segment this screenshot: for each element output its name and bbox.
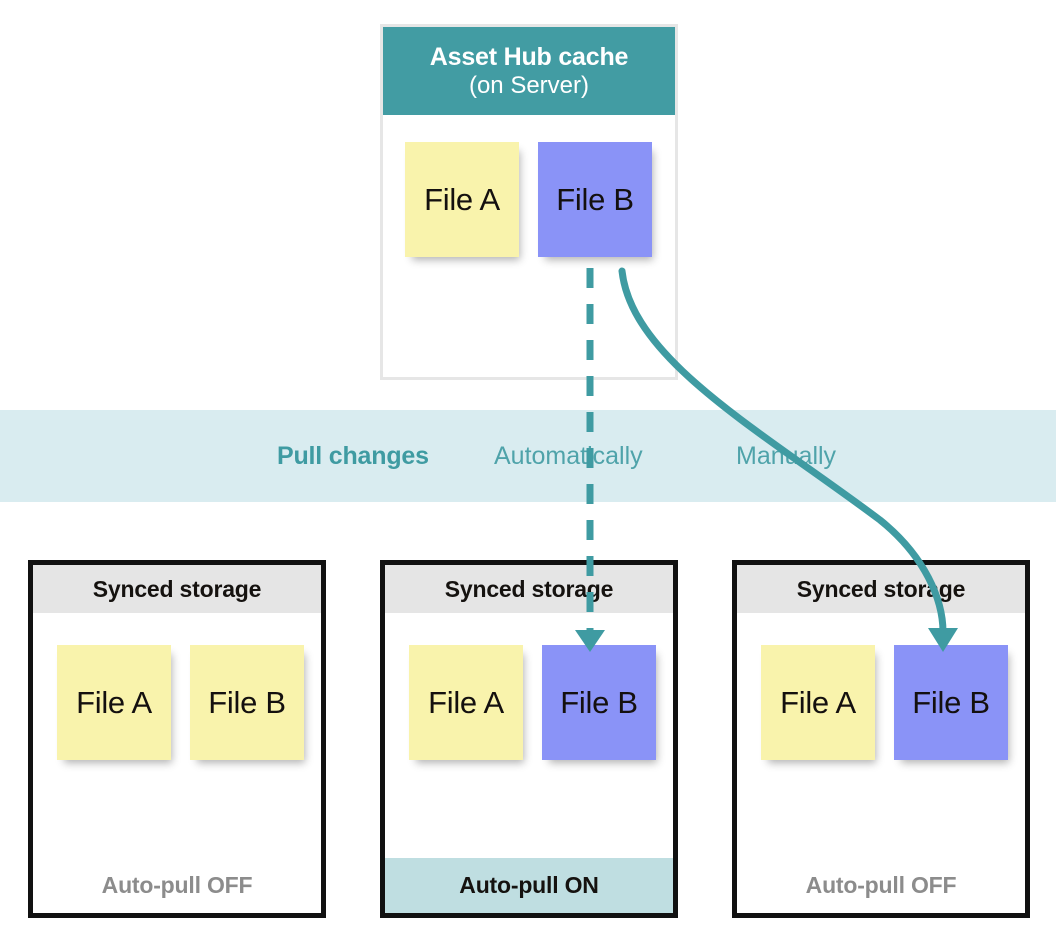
asset-hub-title: Asset Hub cache (429, 43, 629, 72)
synced-storage-body-3: File A File B (737, 613, 1025, 858)
hub-file-b-note: File B (538, 142, 652, 257)
storage-3-file-a-note: File A (761, 645, 875, 760)
auto-pull-status-1: Auto-pull OFF (33, 858, 321, 913)
synced-storage-box-2: Synced storage File A File B Auto-pull O… (380, 560, 678, 918)
storage-2-file-b-note: File B (542, 645, 656, 760)
synced-storage-box-1: Synced storage File A File B Auto-pull O… (28, 560, 326, 918)
pull-changes-band: Pull changes Automatically Manually (0, 410, 1056, 502)
storage-1-file-b-note: File B (190, 645, 304, 760)
automatically-label: Automatically (494, 441, 643, 470)
synced-storage-box-3: Synced storage File A File B Auto-pull O… (732, 560, 1030, 918)
auto-pull-status-3: Auto-pull OFF (737, 858, 1025, 913)
asset-hub-body: File A File B (383, 115, 675, 377)
hub-file-a-note: File A (405, 142, 519, 257)
synced-storage-header-3: Synced storage (737, 565, 1025, 613)
synced-storage-header-2: Synced storage (385, 565, 673, 613)
synced-storage-body-1: File A File B (33, 613, 321, 858)
manually-label: Manually (736, 441, 837, 470)
storage-1-file-a-note: File A (57, 645, 171, 760)
synced-storage-header-1: Synced storage (33, 565, 321, 613)
storage-2-file-a-note: File A (409, 645, 523, 760)
storage-3-file-b-note: File B (894, 645, 1008, 760)
pull-changes-label: Pull changes (277, 441, 429, 470)
auto-pull-status-2: Auto-pull ON (385, 858, 673, 913)
synced-storage-body-2: File A File B (385, 613, 673, 858)
asset-hub-header: Asset Hub cache (on Server) (383, 27, 675, 115)
asset-hub-cache-box: Asset Hub cache (on Server) File A File … (380, 24, 678, 380)
asset-hub-subtitle: (on Server) (468, 71, 590, 99)
